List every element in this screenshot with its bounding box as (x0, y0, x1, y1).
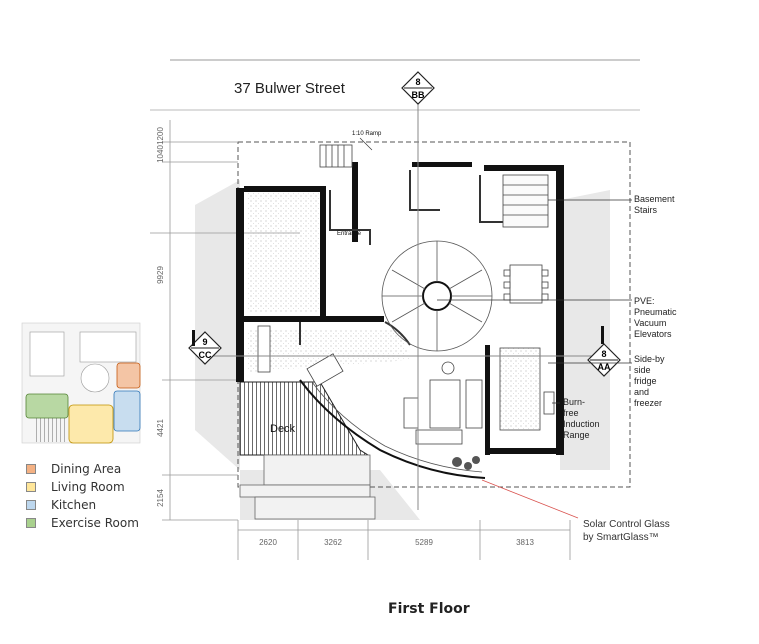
dining-swatch (26, 464, 36, 474)
legend-label: Kitchen (51, 498, 97, 512)
lower-steps (239, 454, 376, 520)
svg-text:AA: AA (598, 362, 611, 372)
legend-item-exercise: Exercise Room (26, 514, 139, 532)
legend-label: Exercise Room (51, 516, 139, 530)
svg-text:8: 8 (601, 349, 606, 359)
curved-glass-wall (299, 379, 486, 479)
dim-label: 2620 (259, 538, 277, 547)
room-legend: Dining Area Living Room Kitchen Exercise… (26, 460, 139, 532)
fridge-note: Side-by side fridge and freezer (634, 354, 665, 408)
living-swatch (26, 482, 36, 492)
deck-label: Deck (270, 423, 296, 435)
gym-equipment (257, 325, 344, 387)
exterior-walls (236, 162, 564, 455)
site-boundary (237, 141, 631, 488)
pve-note: PVE: Pneumatic Vacuum Elevators (634, 296, 677, 339)
deck-area (239, 381, 370, 456)
floor-caption: First Floor (388, 601, 470, 617)
dim-label: 2154 (156, 489, 165, 507)
horizontal-dimension-labels: 2620 3262 5289 3813 (259, 538, 534, 547)
dim-label: 3262 (324, 538, 342, 547)
thumb-exercise (25, 393, 69, 419)
section-marker-aa: 8 AA (587, 326, 621, 377)
solar-glass-callout: Solar Control Glass by SmartGlass™ (583, 519, 670, 543)
dim-label: 3813 (516, 538, 534, 547)
dim-label: 9929 (156, 266, 165, 284)
dining-table (503, 264, 549, 304)
thumb-living (68, 404, 114, 444)
spiral-staircase (381, 240, 493, 352)
thumb-kitchen (113, 390, 141, 432)
dim-label: 5289 (415, 538, 433, 547)
legend-item-kitchen: Kitchen (26, 496, 139, 514)
induction-note: Burn- free Induction Range (563, 397, 600, 440)
plant-icons (452, 456, 480, 470)
svg-text:8: 8 (415, 77, 420, 87)
kitchen-swatch (26, 500, 36, 510)
basement-stairs (502, 174, 549, 228)
svg-text:9: 9 (202, 337, 207, 347)
ramp-steps (319, 144, 353, 168)
exercise-swatch (26, 518, 36, 528)
section-lines (210, 100, 600, 510)
legend-label: Living Room (51, 480, 125, 494)
stippled-corridor (248, 330, 410, 372)
section-marker-bb: 8 BB (401, 71, 435, 105)
dimension-lines (150, 120, 571, 560)
annotation-leaders (437, 199, 632, 519)
dim-label: 4421 (156, 419, 165, 437)
legend-item-dining: Dining Area (26, 460, 139, 478)
svg-text:CC: CC (199, 350, 212, 360)
vertical-dimension-labels: 1200 1040 9929 4421 2154 (156, 127, 165, 507)
legend-label: Dining Area (51, 462, 122, 476)
stippled-room-west (248, 192, 324, 312)
entrance-label: Entrance (337, 231, 362, 237)
ramp-label: 1:10 Ramp (352, 131, 382, 137)
living-furniture (403, 361, 483, 445)
dim-label: 1200 (156, 127, 165, 145)
dim-label: 1040 (156, 145, 165, 163)
basement-stairs-note: Basement Stairs (634, 194, 675, 215)
interior-walls (299, 170, 505, 346)
section-marker-cc: 9 CC (188, 330, 222, 365)
plan-title: 37 Bulwer Street (234, 80, 345, 97)
svg-text:BB: BB (412, 90, 425, 100)
legend-item-living: Living Room (26, 478, 139, 496)
kitchen-island (499, 347, 555, 431)
thumb-dining (116, 362, 141, 389)
plan-thumbnail (21, 322, 141, 444)
